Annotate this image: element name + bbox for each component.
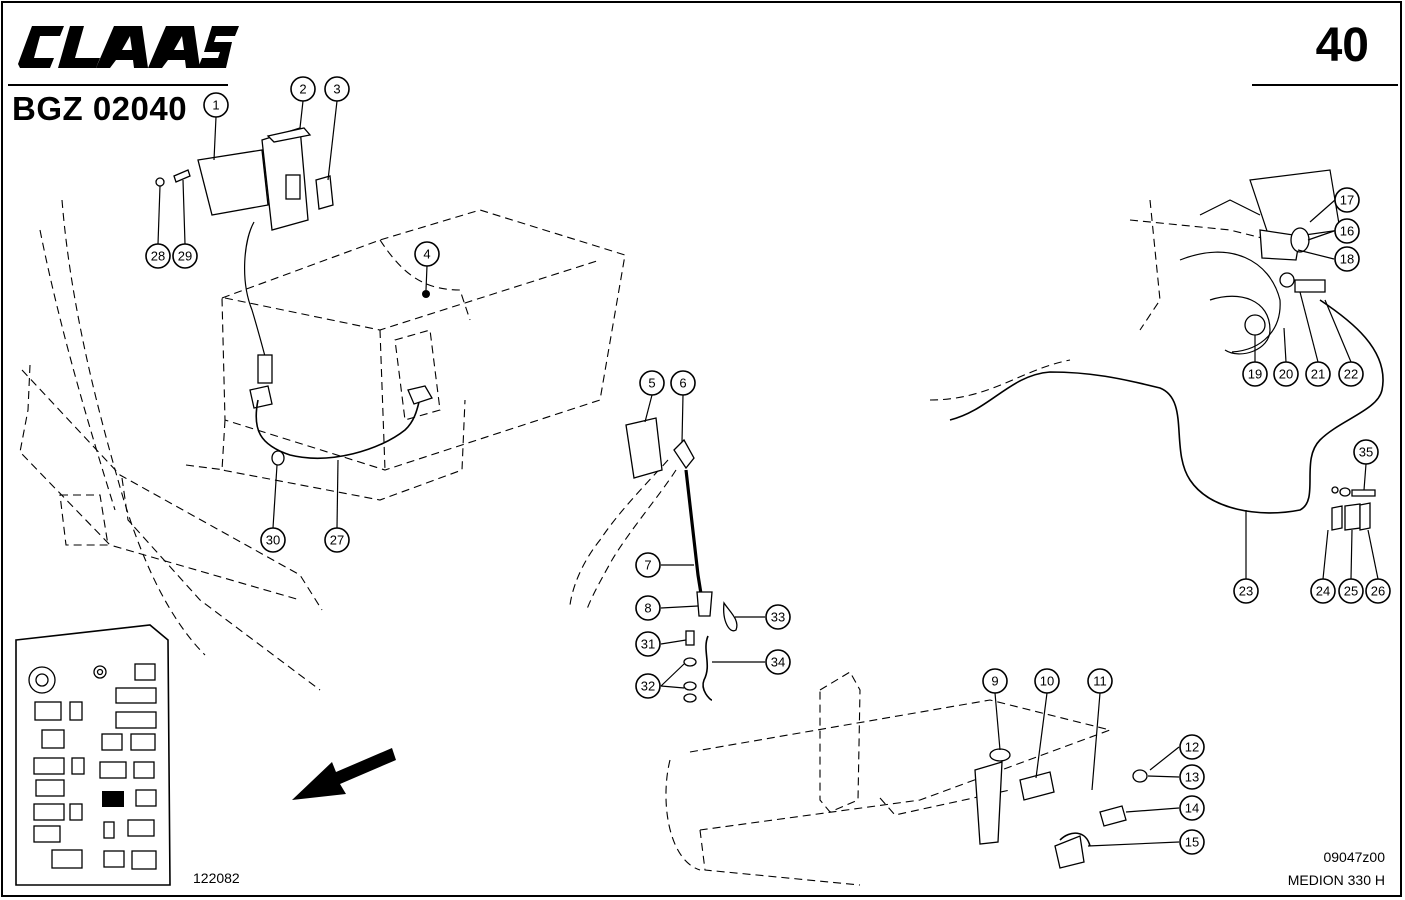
inset-reference-number: 122082	[193, 870, 240, 886]
callout-label: 19	[1248, 367, 1262, 382]
callout-label: 1	[212, 98, 219, 113]
callout-label: 6	[679, 376, 686, 391]
callout-label: 12	[1185, 740, 1199, 755]
callout-2: 2	[290, 76, 316, 102]
callout-label: 28	[151, 249, 165, 264]
callout-label: 18	[1340, 252, 1354, 267]
callout-label: 24	[1316, 584, 1330, 599]
callout-label: 34	[771, 655, 785, 670]
callout-label: 13	[1185, 770, 1199, 785]
callout-label: 11	[1093, 674, 1107, 689]
wire-harness-27	[255, 290, 433, 466]
callout-23: 23	[1233, 578, 1259, 604]
callout-label: 26	[1371, 584, 1385, 599]
callout-label: 15	[1185, 835, 1199, 850]
callout-7: 7	[635, 552, 661, 578]
callout-label: 32	[641, 679, 655, 694]
callout-6: 6	[670, 370, 696, 396]
callout-label: 33	[771, 610, 785, 625]
callout-31: 31	[635, 631, 661, 657]
callout-10: 10	[1034, 668, 1060, 694]
callout-5: 5	[639, 370, 665, 396]
callout-32: 32	[635, 673, 661, 699]
callout-30: 30	[260, 527, 286, 553]
callout-27: 27	[324, 527, 350, 553]
engine-area-right	[929, 169, 1384, 531]
callout-21: 21	[1305, 361, 1331, 387]
travel-direction-arrow	[292, 748, 396, 800]
locator-inset	[15, 624, 171, 886]
callout-12: 12	[1179, 734, 1205, 760]
callout-33: 33	[765, 604, 791, 630]
machine-outline-left	[19, 199, 323, 691]
callout-label: 4	[423, 247, 430, 262]
claas-logo	[18, 26, 239, 68]
callout-label: 3	[333, 82, 340, 97]
page-number-underline	[1252, 84, 1398, 86]
callout-label: 5	[648, 376, 655, 391]
callout-28: 28	[145, 243, 171, 269]
callout-16: 16	[1334, 218, 1360, 244]
callout-13: 13	[1179, 764, 1205, 790]
machine-model: MEDION 330 H	[1287, 872, 1385, 888]
callout-34: 34	[765, 649, 791, 675]
drawing-code: BGZ 02040	[12, 90, 188, 127]
page-number: 40	[1315, 19, 1369, 72]
callout-19: 19	[1242, 361, 1268, 387]
callout-17: 17	[1334, 187, 1360, 213]
callout-25: 25	[1338, 578, 1364, 604]
callout-18: 18	[1334, 246, 1360, 272]
callout-11: 11	[1087, 668, 1113, 694]
callout-label: 10	[1040, 674, 1054, 689]
callout-14: 14	[1179, 795, 1205, 821]
callout-label: 8	[644, 601, 651, 616]
rear-frame-assembly	[665, 671, 1148, 886]
callout-8: 8	[635, 595, 661, 621]
callout-9: 9	[982, 668, 1008, 694]
callout-label: 21	[1311, 367, 1325, 382]
callout-label: 31	[641, 637, 655, 652]
callout-26: 26	[1365, 578, 1391, 604]
chain-assembly	[569, 417, 738, 703]
callout-label: 23	[1239, 584, 1253, 599]
callout-35: 35	[1353, 439, 1379, 465]
lamp-assembly	[155, 127, 334, 409]
callout-label: 17	[1340, 193, 1354, 208]
callout-label: 35	[1359, 445, 1373, 460]
callout-label: 20	[1279, 367, 1293, 382]
logo-underline	[8, 84, 228, 86]
callout-1: 1	[203, 92, 229, 118]
callout-29: 29	[172, 243, 198, 269]
callout-3: 3	[324, 76, 350, 102]
callout-label: 29	[178, 249, 192, 264]
tank-outline	[185, 209, 626, 501]
drawing-reference-number: 09047z00	[1323, 849, 1385, 865]
callout-label: 27	[330, 533, 344, 548]
callout-label: 2	[299, 82, 306, 97]
callout-label: 9	[991, 674, 998, 689]
callout-15: 15	[1179, 829, 1205, 855]
callout-22: 22	[1338, 361, 1364, 387]
callout-label: 7	[644, 558, 651, 573]
leader-lines	[157, 100, 1379, 847]
callout-label: 22	[1344, 367, 1358, 382]
callout-label: 16	[1340, 224, 1354, 239]
callout-label: 25	[1344, 584, 1358, 599]
callout-4: 4	[414, 241, 440, 267]
callout-label: 14	[1185, 801, 1199, 816]
callout-24: 24	[1310, 578, 1336, 604]
callout-label: 30	[266, 533, 280, 548]
callout-20: 20	[1273, 361, 1299, 387]
